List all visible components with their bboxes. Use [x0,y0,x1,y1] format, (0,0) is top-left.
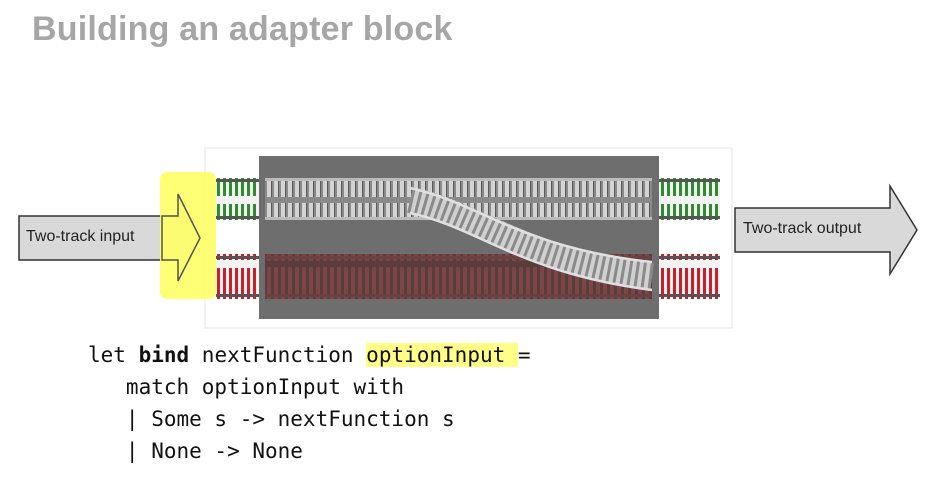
arrow-right-icon [734,183,918,277]
code-line-1: let bind nextFunction optionInput = [88,343,531,367]
rail-track-icon [216,178,262,299]
bind-keyword: bind [138,343,190,367]
output-label: Two-track output [743,220,862,237]
rail-switch-icon [259,156,659,319]
rail-track-icon [654,178,720,299]
highlighted-parameter: optionInput [366,343,518,367]
code-block: let bind nextFunction optionInput = matc… [88,339,531,467]
code-line-3: | Some s -> nextFunction s [88,407,455,431]
input-label: Two-track input [26,228,135,245]
slide-title: Building an adapter block [32,10,453,48]
code-line-2: match optionInput with [88,375,405,399]
code-line-4: | None -> None [88,439,303,463]
input-highlight [160,172,216,299]
